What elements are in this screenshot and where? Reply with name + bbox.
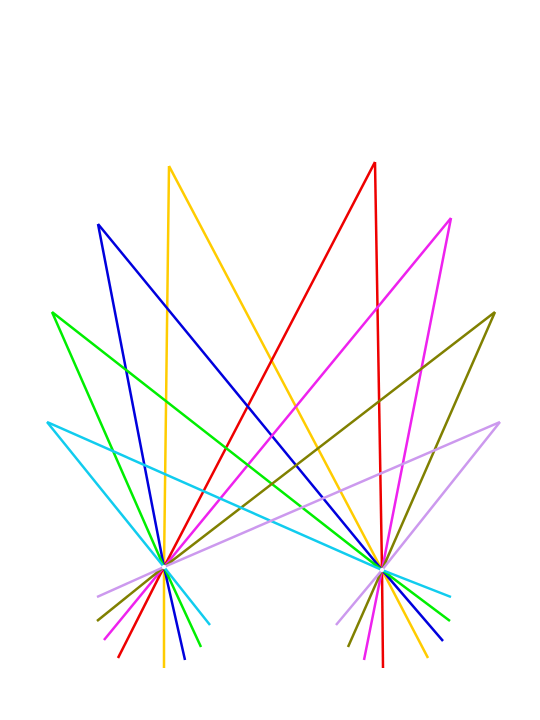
green-line-tail-left	[162, 566, 203, 648]
olive-line-segment-left	[163, 311, 496, 568]
magenta-line-segment-left	[163, 217, 452, 568]
cyan-line-tail-right	[381, 568, 452, 599]
yellow-line-segment-right	[167, 165, 384, 571]
olive-line-segment-right	[380, 311, 497, 571]
olive-line-tail-right	[346, 569, 384, 648]
lavender-line-tail-right	[335, 569, 383, 626]
magenta-line-tail-right	[362, 569, 384, 661]
red-line-tail-left	[116, 566, 166, 659]
cyan-line	[46, 420, 452, 626]
green-line-segment-left	[50, 311, 166, 568]
right-hub	[380, 568, 384, 572]
cyan-line-tail-left	[163, 566, 211, 626]
red-line	[116, 161, 385, 669]
lavender-line-segment-right	[381, 421, 501, 571]
lavender-line-segment-left	[163, 420, 501, 569]
red-line-tail-right	[380, 569, 385, 669]
red-line-segment-right	[373, 161, 384, 571]
blue-line-tail-right	[381, 569, 444, 642]
cyan-line-segment-left	[46, 421, 165, 568]
green-line-segment-right	[51, 311, 383, 571]
yellow-line-tail-right	[380, 569, 430, 659]
magenta-line	[103, 217, 453, 661]
blue-line-tail-left	[162, 566, 187, 661]
green-line-tail-right	[381, 569, 451, 622]
magenta-line-segment-right	[380, 217, 453, 571]
blue-line-segment-left	[96, 223, 166, 568]
cyan-line-segment-right	[46, 420, 383, 572]
red-line-segment-left	[162, 161, 377, 568]
lavender-line	[96, 420, 501, 626]
olive-line-tail-left	[96, 566, 165, 622]
magenta-line-tail-left	[103, 566, 165, 641]
lavender-line-tail-left	[96, 565, 165, 599]
blue-line-segment-right	[97, 223, 383, 571]
yellow-line	[162, 165, 430, 668]
blue-line	[96, 223, 444, 661]
yellow-line-segment-left	[162, 165, 171, 568]
left-hub	[162, 565, 166, 569]
green-line	[50, 311, 451, 648]
olive-line	[96, 311, 497, 648]
